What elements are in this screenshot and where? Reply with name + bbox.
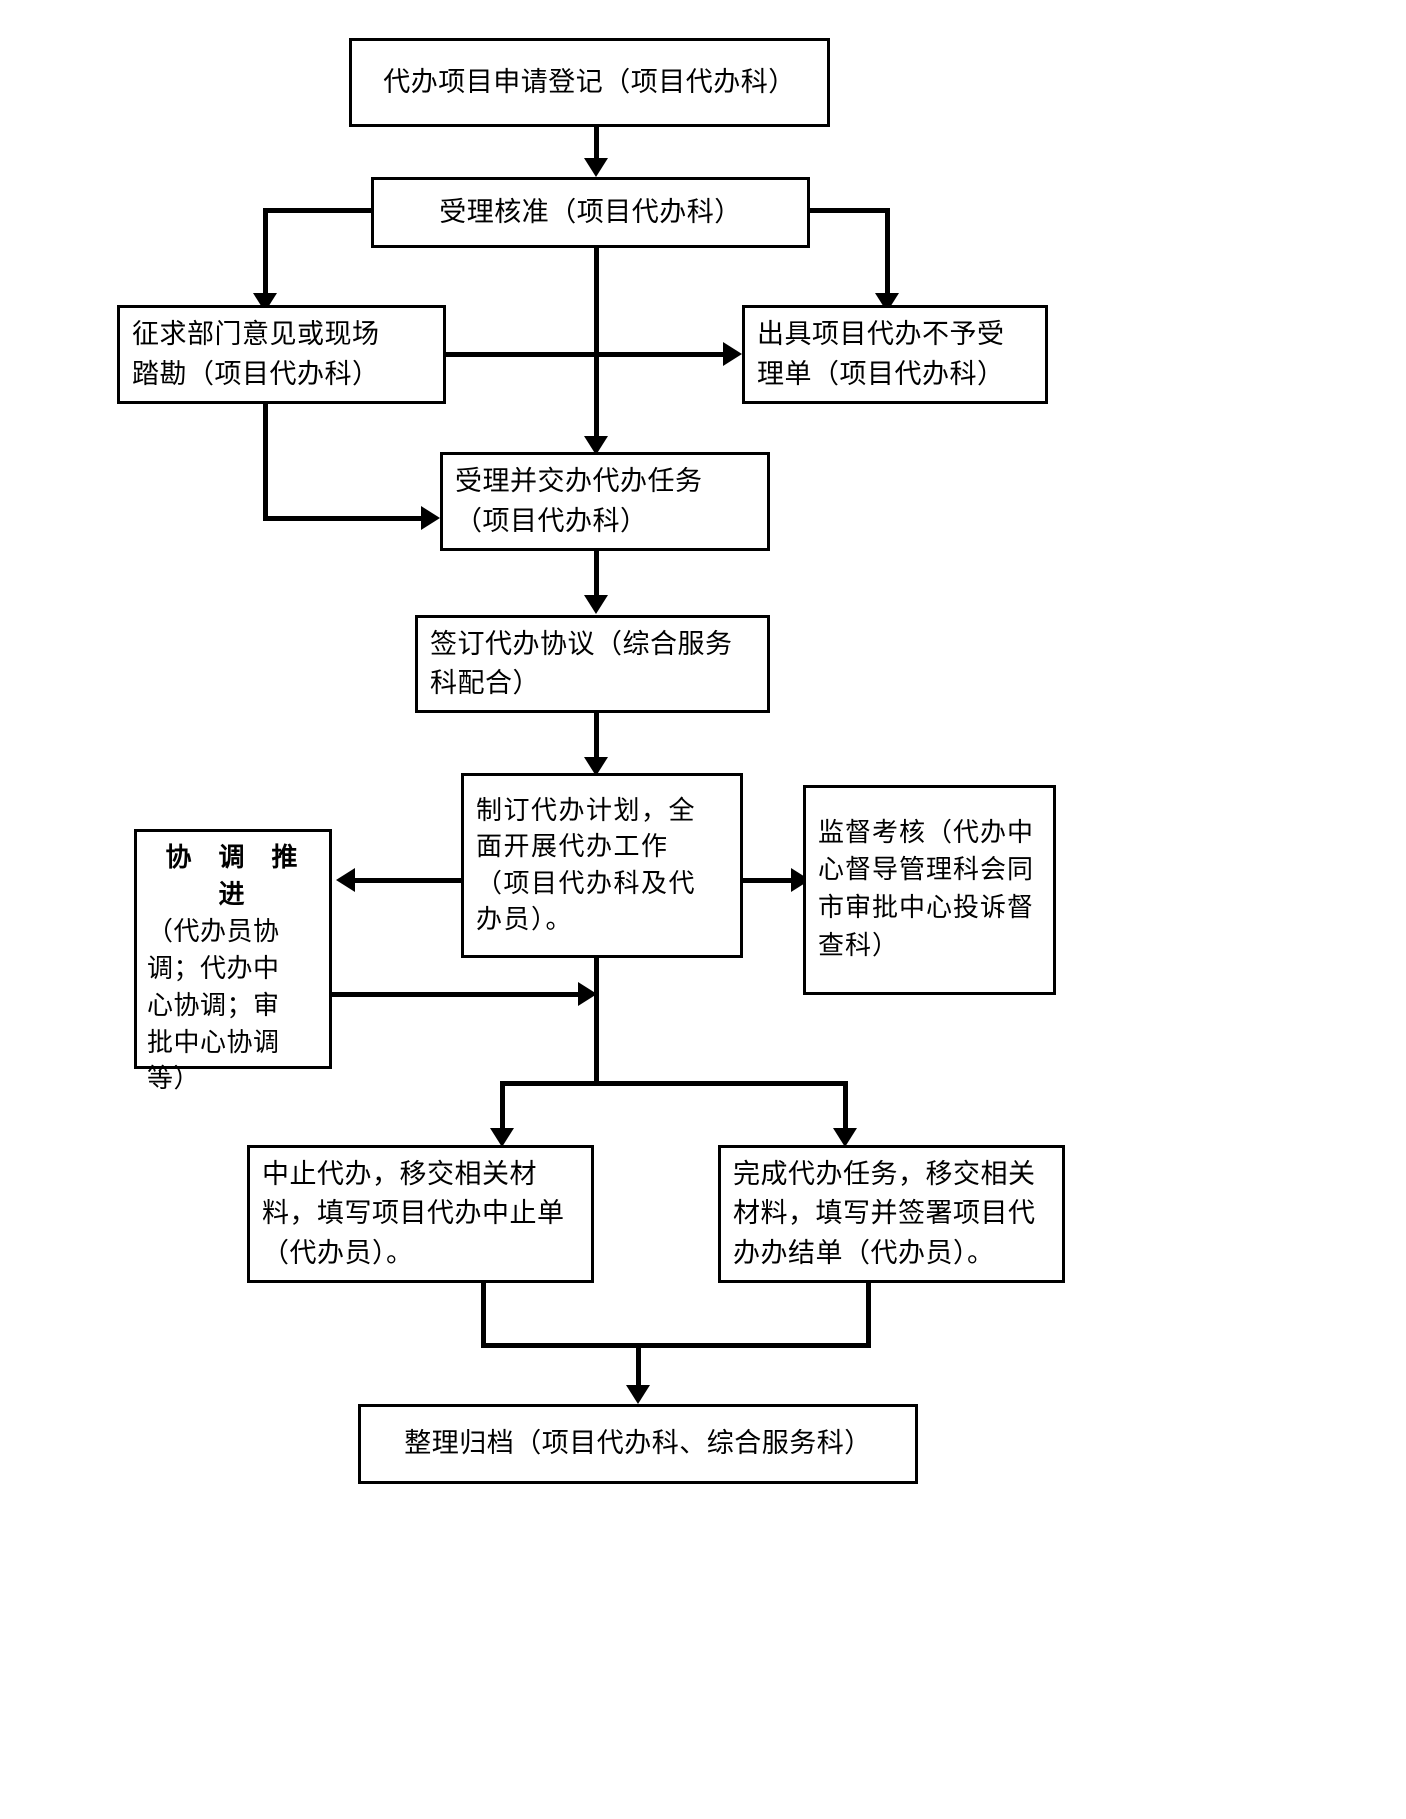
node-suspend[interactable]: 中止代办，移交相关材 料，填写项目代办中止单 （代办员）。 [247,1145,594,1283]
arrowhead-coordinate-to-plan [578,982,597,1006]
connector-merge-horizontal [481,1343,871,1348]
connector-plan-split-horizontal [500,1081,848,1086]
node-coordinate[interactable]: 协 调 推 进 （代办员协 调；代办中 心协调；审 批中心协调 等） [134,829,332,1094]
connector-complete-down-vertical [866,1283,871,1345]
arrowhead-to-suspend [490,1128,514,1147]
arrowhead-agreement-to-plan [584,757,608,776]
node-reject-notice[interactable]: 出具项目代办不予受 理单（项目代办科） [742,305,1048,404]
connector-merge-to-archive [636,1343,641,1390]
coordinate-body: （代办员协 调；代办中 心协调；审 批中心协调 等） [147,916,280,1095]
connector-assign-to-agreement [594,551,599,602]
arrowhead-accept-to-assign [584,436,608,455]
arrowhead-solicit-to-assign [421,506,440,530]
arrowhead-to-complete [833,1128,857,1147]
arrowhead-plan-to-coordinate [336,868,355,892]
connector-apply-to-accept [594,127,599,163]
connector-suspend-down-vertical [481,1283,486,1345]
connector-split-right-vertical [843,1081,848,1133]
node-apply-register[interactable]: 代办项目申请登记（项目代办科） [349,38,830,127]
node-sign-agreement[interactable]: 签订代办协议（综合服务 科配合） [415,615,770,713]
connector-agreement-to-plan [594,713,599,767]
connector-split-left-vertical [500,1081,505,1133]
connector-plan-to-coordinate [355,878,461,883]
node-complete[interactable]: 完成代办任务，移交相关 材料，填写并签署项目代 办办结单（代办员）。 [718,1145,1065,1283]
connector-accept-left-vertical [263,208,268,298]
node-accept-approve[interactable]: 受理核准（项目代办科） [371,177,810,248]
arrowhead-to-archive [626,1385,650,1404]
connector-plan-to-supervise [743,878,791,883]
coordinate-title: 协 调 推 进 [165,843,307,910]
connector-accept-right-vertical [885,208,890,298]
node-accept-assign[interactable]: 受理并交办代办任务 （项目代办科） [440,452,770,551]
connector-solicit-to-reject [446,352,723,357]
connector-accept-left-horizontal [263,208,373,213]
connector-coordinate-to-plan [331,992,583,997]
connector-accept-center-vertical [594,248,599,446]
arrowhead-assign-to-agreement [584,595,608,614]
node-make-plan[interactable]: 制订代办计划，全 面开展代办工作 （项目代办科及代 办员）。 [461,773,743,958]
arrowhead-solicit-to-reject [723,342,742,366]
connector-plan-down-vertical [594,958,599,1083]
connector-accept-right-horizontal [808,208,890,213]
arrowhead-apply-to-accept [584,158,608,177]
node-archive[interactable]: 整理归档（项目代办科、综合服务科） [358,1404,918,1484]
node-supervise[interactable]: 监督考核（代办中 心督导管理科会同 市审批中心投诉督 查科） [803,785,1056,995]
node-solicit-opinion[interactable]: 征求部门意见或现场 踏勘（项目代办科） [117,305,446,404]
connector-solicit-down-vertical [263,404,268,521]
connector-solicit-down-horizontal [263,516,421,521]
